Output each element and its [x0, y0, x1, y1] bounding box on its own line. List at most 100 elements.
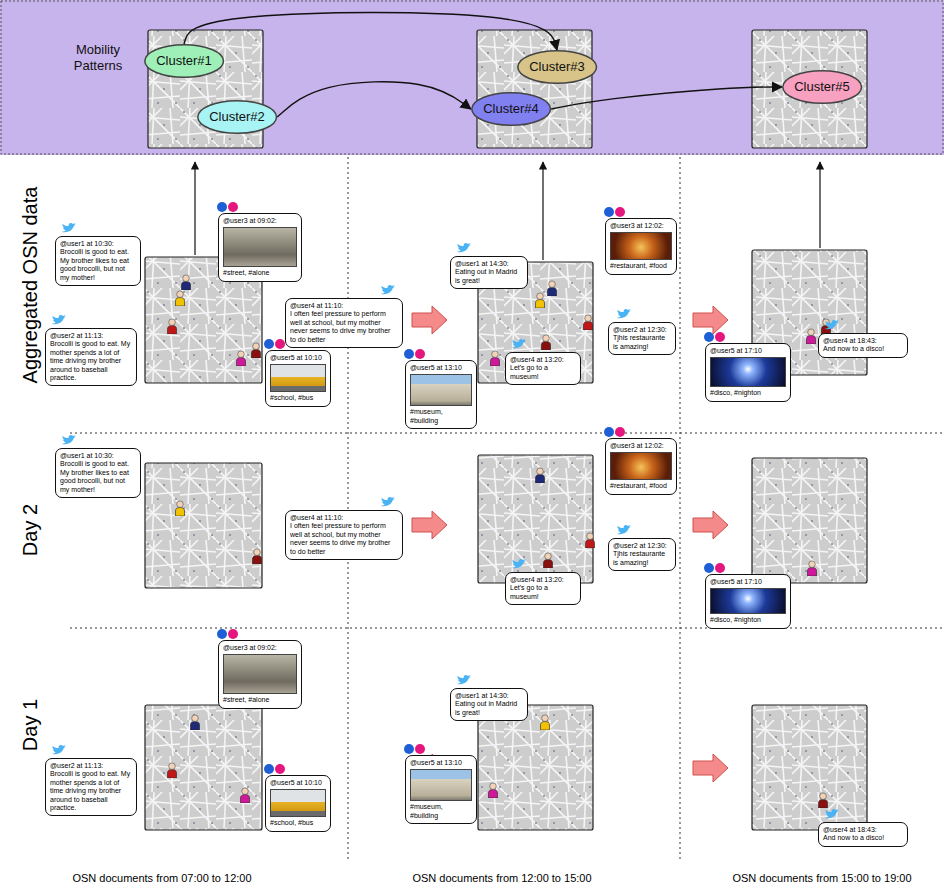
user-icon [586, 533, 595, 548]
user-header: @user2 at 11:13: [50, 332, 132, 340]
time-step-arrow [412, 306, 447, 334]
twitter-icon [617, 525, 631, 534]
user-icon [191, 715, 200, 730]
photo-service-icon [604, 207, 614, 217]
user-header: @user5 at 17:10 [710, 347, 786, 355]
user-header: @user4 at 18:43: [823, 826, 903, 834]
tweet-text: Brocolli is good to eat. My brother like… [60, 248, 136, 282]
cluster-ellipse-shape [518, 51, 597, 84]
time-step-arrow [693, 511, 728, 539]
user-icon [182, 275, 191, 290]
tweet-text: Tjhis restaurante is amazing! [613, 334, 671, 351]
cluster-label: Cluster#3 [529, 59, 585, 75]
user-icon [253, 549, 262, 564]
time-caption: OSN documents from 15:00 to 19:00 [732, 872, 911, 884]
twitter-icon [617, 309, 631, 318]
photo-service-icon [228, 629, 238, 639]
cluster-label: Cluster#1 [156, 53, 212, 69]
map-tile [145, 463, 262, 588]
user-header: @user3 at 12:02: [610, 222, 672, 230]
user-icon [541, 715, 550, 730]
separator [70, 433, 944, 434]
hashtags: #street, #alone [223, 269, 297, 277]
time-caption: OSN documents from 07:00 to 12:00 [72, 872, 251, 884]
user-icon [491, 351, 500, 366]
user-icon [544, 553, 553, 568]
user-header: @user1 at 14:30: [455, 692, 523, 700]
tweet-text: I often feel pressure to perform well at… [290, 310, 398, 344]
tweet-callout: @user4 at 13:20:Let's go to a museum! [505, 572, 581, 605]
user-header: @user5 at 17:10 [710, 578, 786, 586]
hashtags: #disco, #nighton [710, 389, 786, 397]
tweet-text: Let's go to a museum! [510, 584, 576, 601]
photo-service-icon [415, 349, 425, 359]
photo-callout: @user3 at 09:02:#street, #alone [218, 213, 302, 282]
tweet-text: I often feel pressure to perform well at… [290, 522, 398, 556]
photo-service-icon [704, 332, 714, 342]
user-header: @user3 at 09:02: [223, 644, 297, 652]
twitter-icon [457, 675, 471, 684]
user-header: @user1 at 14:30: [455, 260, 523, 268]
user-icon [241, 788, 250, 803]
time-caption: OSN documents from 12:00 to 15:00 [412, 872, 591, 884]
time-step-arrow [412, 511, 447, 539]
photo-service-icon [275, 339, 285, 349]
user-icon [168, 275, 831, 808]
twitter-icon [825, 320, 839, 329]
photo-service-icon [264, 339, 274, 349]
photo-thumbnail [410, 769, 472, 801]
twitter-icon [381, 285, 395, 294]
user-icon [536, 468, 545, 483]
hashtags: #restaurant, #food [610, 482, 672, 490]
photo-thumbnail [223, 227, 297, 267]
tweet-callout: @user2 at 12:30:Tjhis restaurante is ama… [608, 322, 676, 355]
user-header: @user2 at 12:30: [613, 326, 671, 334]
user-header: @user2 at 12:30: [613, 542, 671, 550]
user-header: @user2 at 11:13: [50, 762, 132, 770]
user-header: @user4 at 18:43: [823, 337, 903, 345]
map-tile [478, 705, 593, 830]
mobility-band [0, 0, 944, 155]
tweet-text: Brocolli is good to eat. My mother spend… [50, 340, 132, 382]
hashtags: #street, #alone [223, 696, 297, 704]
user-header: @user3 at 12:02: [610, 442, 672, 450]
map-tile [478, 455, 593, 583]
cluster-ellipse-shape [472, 93, 551, 126]
user-icon [176, 501, 185, 516]
tweet-callout: @user1 at 14:30:Eating out in Madrid is … [450, 256, 528, 289]
tweet-callout: @user1 at 14:30:Eating out in Madrid is … [450, 688, 528, 721]
photo-callout: @user5 at 17:10 #disco, #nighton [705, 343, 791, 402]
photo-callout: @user3 at 12:02: #restaurant, #food [605, 438, 677, 495]
hashtags: #museum, #building [410, 408, 472, 425]
cluster-ellipse: Cluster#5 [782, 70, 862, 104]
user-icon [548, 281, 557, 296]
tweet-text: And now to a disco! [823, 345, 903, 353]
cluster-label: Cluster#4 [483, 101, 539, 117]
photo-callout: @user5 at 10:10#school, #bus [265, 775, 331, 832]
photo-callout: @user5 at 17:10#disco, #nighton [705, 574, 791, 629]
photo-callout: @user5 at 13:10#museum, #building [405, 755, 477, 824]
mobility-arrow [277, 82, 471, 117]
up-arrow [542, 162, 543, 260]
user-header: @user1 at 10:30: [60, 240, 136, 248]
hashtags: #school, #bus [270, 394, 326, 402]
hashtags: #museum, #building [410, 803, 472, 820]
hashtags: #school, #bus [270, 819, 326, 827]
photo-thumbnail [270, 364, 326, 392]
photo-service-icon [404, 349, 414, 359]
separator [70, 628, 944, 629]
photo-service-icon [615, 427, 625, 437]
photo-service-icon [415, 744, 425, 754]
photo-service-icon [615, 207, 625, 217]
time-step-arrow [693, 754, 728, 782]
user-icon [489, 783, 498, 798]
user-icon [819, 793, 828, 808]
time-step-arrow [412, 306, 447, 334]
photo-service-icon [228, 202, 238, 212]
mobility-arrow [551, 87, 782, 109]
cluster-ellipse-shape [198, 101, 277, 134]
hashtags: #restaurant, #food [610, 262, 672, 270]
tweet-text: Brocolli is good to eat. My brother like… [60, 460, 136, 494]
tweet-callout: @user4 at 18:43:And now to a disco! [818, 822, 908, 847]
time-step-arrow [693, 511, 728, 539]
